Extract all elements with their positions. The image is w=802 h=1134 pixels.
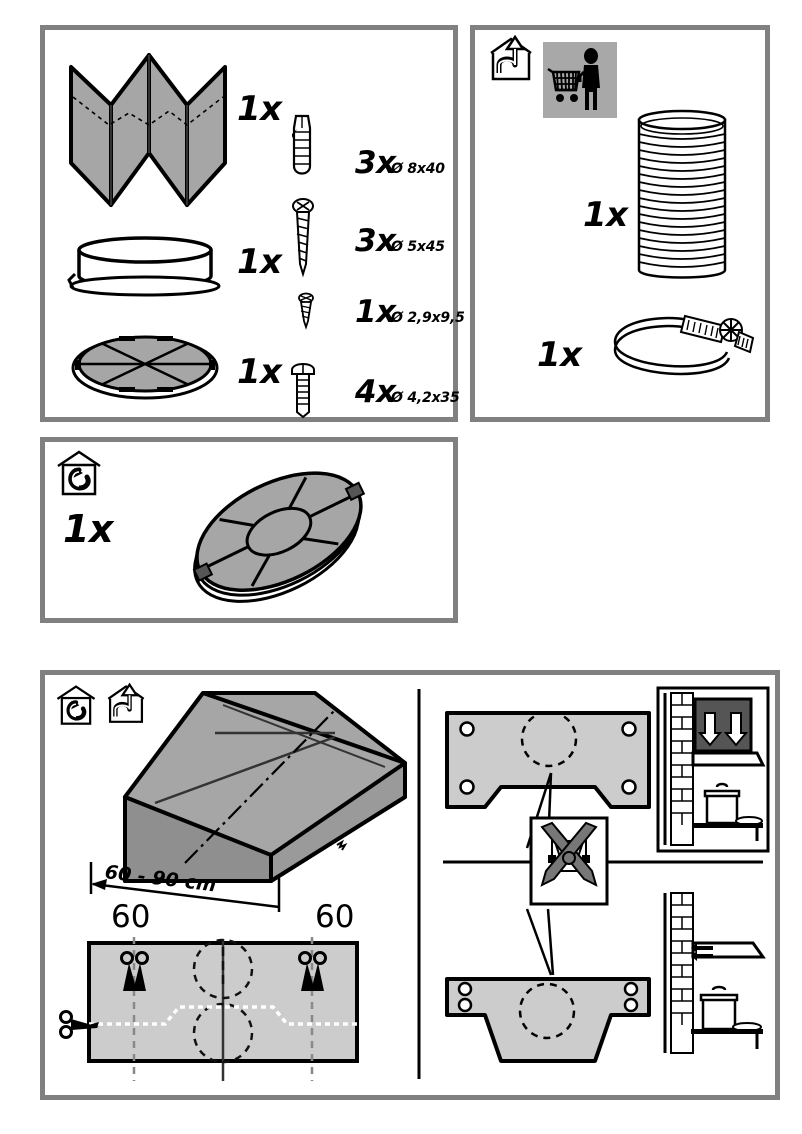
lower-mounting-bracket [443,975,653,1067]
house-exhaust-arrow-icon [103,681,149,729]
folded-chimney-cover-panel [63,45,233,210]
spec-small-screw: Ø 2,9x9,5 [391,310,465,326]
qty-charcoal-filter: 1x [63,507,113,551]
qty-small-screw: 1x [355,294,396,330]
parts-panel-right: 1x 1x [470,25,770,422]
hood-perspective-view [85,685,415,890]
house-recirculation-arrow-icon [53,683,99,729]
round-collar-ring [65,230,225,305]
qty-spoked-grille: 1x [237,352,282,392]
template-right-label: 60 [315,899,355,935]
parts-panel-left: 1x 1x 1x [40,25,465,422]
panel-divider [417,689,421,1079]
small-screw-icon [297,292,315,330]
spec-pan-head-screw: Ø 4,2x35 [391,390,460,406]
scissors-icon [120,951,149,991]
house-exhaust-arrow-icon [485,34,537,85]
house-recirculation-arrow-icon [53,448,105,500]
spec-wood-screw: Ø 5x45 [391,239,445,255]
scissors-icon [59,1010,99,1039]
pan-head-screw-icon [289,360,317,419]
spoked-round-grille [67,330,223,402]
wall-section-under-cabinet [656,686,770,853]
no-pliers-crossed-out-icon [529,816,609,906]
hood-height-dimension [83,860,328,915]
upper-mounting-bracket [443,709,653,811]
qty-wall-plug: 3x [355,145,396,181]
wall-plug-icon [289,114,315,184]
qty-pan-head-screw: 4x [355,374,396,410]
qty-collar-ring: 1x [237,242,282,282]
scissors-icon [298,951,327,991]
shopping-cart-icon [543,42,617,118]
qty-duct-hose: 1x [583,195,628,235]
wall-section-open-wall [657,887,769,1062]
qty-wood-screw: 3x [355,223,396,259]
hose-clamp [607,308,755,386]
installation-panel: 60 - 90 cm 60 60 [40,670,780,1100]
wood-screw-icon [291,198,315,278]
qty-chimney-cover: 1x [237,89,282,129]
spec-wall-plug: Ø 8x40 [391,161,445,177]
template-left-label: 60 [111,899,151,935]
parts-panel-recirculation-filter: 1x [40,437,458,623]
qty-hose-clamp: 1x [537,335,582,375]
cutting-template [57,933,407,1083]
charcoal-filter-disc [187,460,377,615]
flexible-duct-hose [633,108,731,288]
callout-lower [515,907,595,977]
